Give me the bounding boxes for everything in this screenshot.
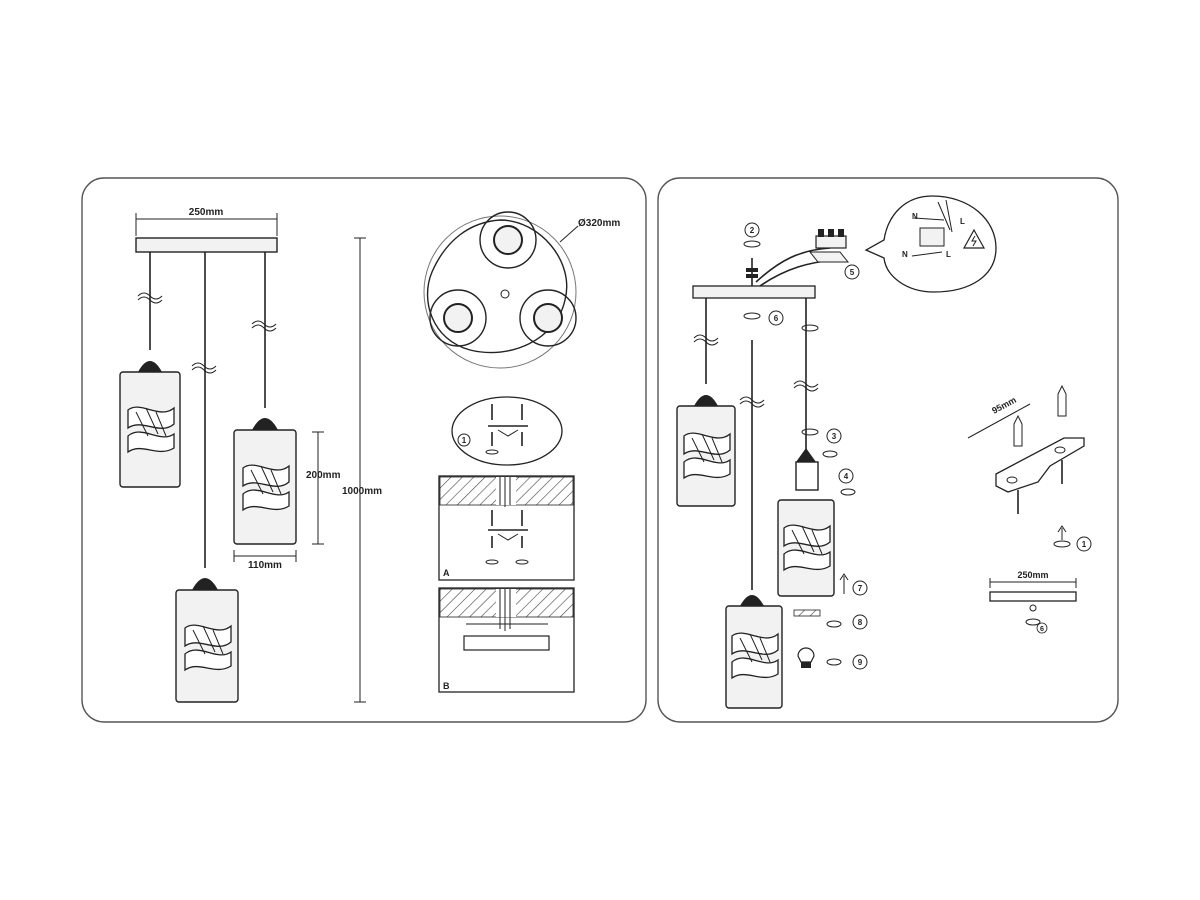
dim-canopy-width: 250mm: [135, 207, 278, 236]
assembly-canopy: [692, 285, 816, 299]
step-7-number: 7: [858, 584, 863, 593]
pendant-middle: [175, 252, 239, 703]
step-6: 6: [743, 310, 784, 326]
detail-b-label: B: [443, 681, 450, 691]
top-view: Ø320mm: [423, 211, 620, 369]
terminal-n-top: N: [912, 212, 918, 221]
terminal-l-top: L: [960, 217, 965, 226]
dim-total-height: 1000mm: [342, 237, 382, 703]
step-5-number: 5: [850, 268, 855, 277]
step-4-number: 4: [844, 472, 849, 481]
step-6-number: 6: [774, 314, 779, 323]
step-1-number: 1: [462, 436, 467, 445]
pendant-left: [119, 252, 181, 488]
wiring-detail-bubble: N L N L: [864, 195, 997, 293]
bracket-step-1-number: 1: [1082, 540, 1087, 549]
dim-shade-height-label: 200mm: [306, 470, 341, 481]
assembly-pendant-left: [676, 298, 736, 507]
dim-total-height-label: 1000mm: [342, 486, 382, 497]
mounting-bracket: 95mm 1: [967, 384, 1092, 552]
detail-a: A: [438, 475, 575, 581]
step-9-number: 9: [858, 658, 863, 667]
wiring: 5: [755, 229, 860, 287]
canopy: [135, 237, 278, 253]
assembly-pendant-middle: [725, 340, 783, 709]
terminal-l-bottom: L: [946, 250, 951, 259]
step-2: 2: [743, 222, 761, 286]
dim-diameter-label: Ø320mm: [578, 218, 620, 229]
step-1-mounting: 1: [451, 396, 563, 466]
step-3-number: 3: [832, 432, 837, 441]
pendant-right: [233, 252, 297, 545]
assembly-pendant-exploded: 3 4 7 8 9: [777, 298, 868, 670]
dim-shade-width-label: 110mm: [248, 560, 282, 571]
dim-shade-width: 110mm: [233, 550, 297, 571]
detail-b: B: [438, 587, 575, 693]
dim-shade-height: 200mm: [306, 431, 341, 545]
mounting-plate: 250mm 6: [989, 570, 1077, 634]
plate-step-6-number: 6: [1040, 626, 1044, 633]
step-8-number: 8: [858, 618, 863, 627]
dim-canopy-width-label: 250mm: [189, 207, 224, 218]
terminal-n-bottom: N: [902, 250, 908, 259]
step-2-number: 2: [750, 226, 755, 235]
dim-plate-label: 250mm: [1017, 570, 1048, 580]
detail-a-label: A: [443, 568, 450, 578]
